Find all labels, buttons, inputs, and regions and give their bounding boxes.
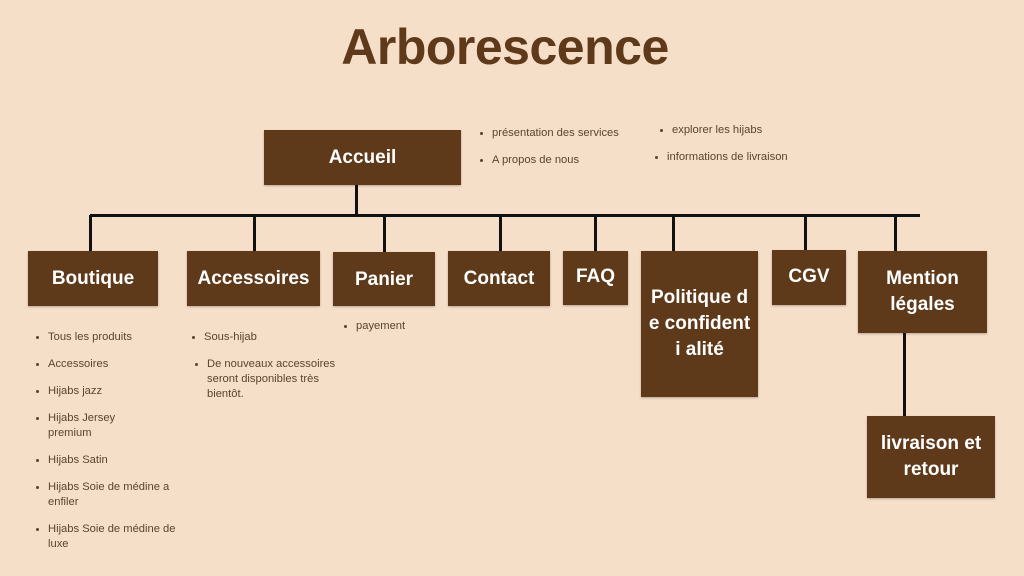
note-item: A propos de nous	[492, 153, 662, 168]
node-politique: Politique de confidenti alité	[641, 251, 758, 397]
note-item: explorer les hijabs	[672, 123, 837, 138]
root-stem-line	[355, 184, 358, 216]
node-contact: Contact	[448, 251, 550, 306]
accueil-notes-right: explorer les hijabs informations de livr…	[651, 123, 837, 165]
branch-line-accessoires	[253, 215, 256, 251]
branch-line-faq	[594, 215, 597, 251]
accueil-notes-left: présentation des services A propos de no…	[476, 126, 662, 168]
main-horizontal-line	[90, 214, 920, 217]
panier-notes: payement	[340, 319, 456, 334]
accessoires-notes: Sous-hijab De nouveaux accessoires seron…	[188, 330, 349, 402]
node-accueil: Accueil	[264, 130, 461, 185]
branch-line-politique	[672, 215, 675, 251]
page-title: Arborescence	[341, 19, 669, 75]
note-item: Hijabs Satin	[48, 453, 176, 468]
node-label: CGV	[788, 266, 830, 287]
node-accessoires: Accessoires	[187, 251, 320, 306]
note-item: payement	[356, 319, 456, 334]
boutique-notes: Tous les produits Accessoires Hijabs jaz…	[32, 330, 176, 552]
note-item: Hijabs Jersey premium	[48, 411, 138, 441]
note-item: De nouveaux accessoires seront disponibl…	[207, 357, 349, 402]
node-label: Panier	[354, 268, 414, 290]
node-panier: Panier	[333, 252, 435, 306]
subpage-line-livraison	[903, 332, 906, 416]
node-label: Politique de confidenti alité	[648, 287, 751, 360]
note-item: Hijabs Soie de médine a enfiler	[48, 480, 176, 510]
note-item: Accessoires	[48, 357, 176, 372]
node-label: Boutique	[51, 268, 135, 289]
node-livraison-retour: livraison et retour	[867, 416, 995, 498]
node-label: Mention légales	[886, 268, 959, 315]
node-label: Contact	[463, 268, 535, 289]
node-boutique: Boutique	[28, 251, 158, 306]
node-faq: FAQ	[563, 251, 628, 305]
branch-line-contact	[499, 215, 502, 251]
node-mentions: Mention légales	[858, 251, 987, 333]
branch-line-panier	[383, 215, 386, 252]
branch-line-boutique	[89, 215, 92, 251]
node-cgv: CGV	[772, 250, 846, 305]
node-label: livraison et retour	[880, 433, 982, 480]
node-label: FAQ	[575, 266, 616, 287]
node-label: Accueil	[328, 147, 397, 168]
branch-line-cgv	[804, 215, 807, 250]
note-item: Tous les produits	[48, 330, 176, 345]
note-item: informations de livraison	[667, 150, 837, 165]
note-item: Hijabs Soie de médine de luxe	[48, 522, 176, 552]
note-item: présentation des services	[492, 126, 662, 141]
node-label: Accessoires	[197, 268, 310, 289]
branch-line-mentions	[894, 215, 897, 251]
note-item: Hijabs jazz	[48, 384, 176, 399]
note-item: Sous-hijab	[204, 330, 349, 345]
